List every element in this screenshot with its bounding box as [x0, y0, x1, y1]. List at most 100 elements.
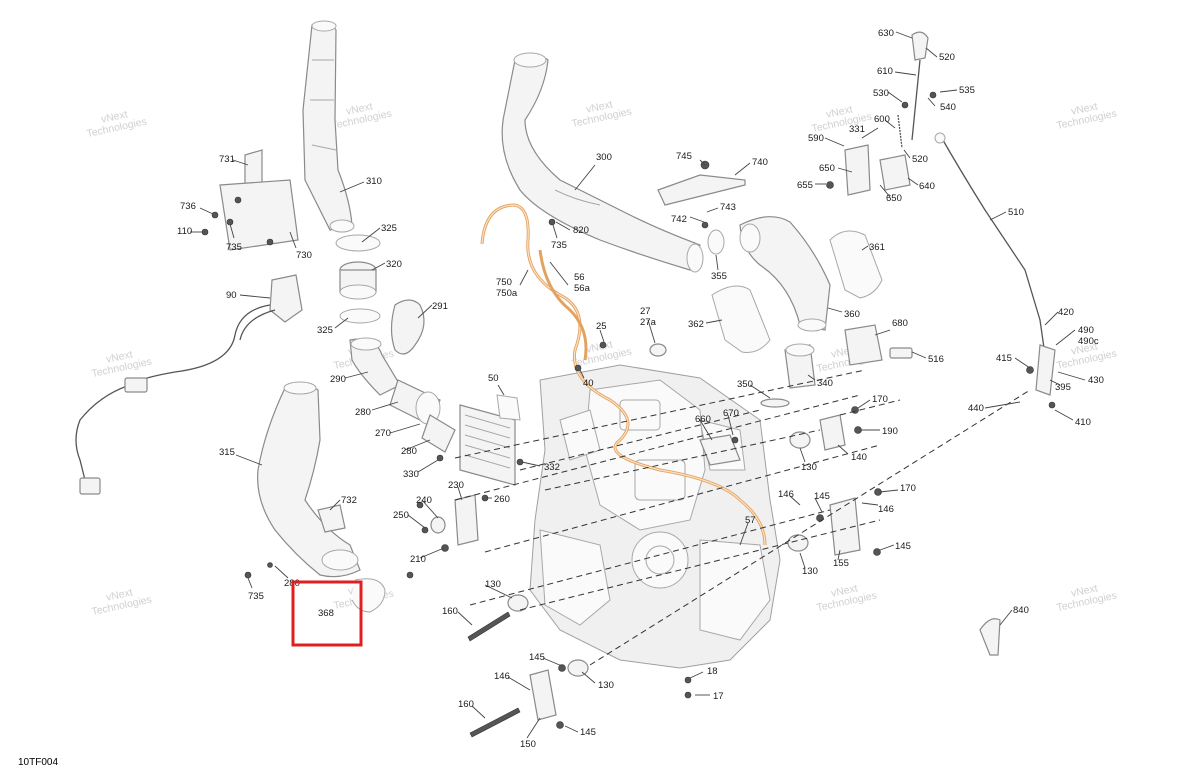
callout-145: 145 [895, 541, 911, 552]
watermark-vnext: vNext [585, 338, 614, 355]
callout-490c: 490c [1078, 336, 1099, 347]
bracket-680 [844, 324, 913, 366]
callout-190: 190 [882, 426, 898, 437]
figure-reference-code: 10TF004 [18, 757, 58, 768]
watermark-vnext: vNext [1070, 582, 1099, 599]
watermark-vnext: vNext [1070, 100, 1099, 117]
coolant-hose-750 [480, 203, 767, 546]
callout-150: 150 [520, 739, 536, 750]
callout-630: 630 [878, 28, 894, 39]
callout-742: 742 [671, 214, 687, 225]
callout-340: 340 [817, 378, 833, 389]
callout-130: 130 [598, 680, 614, 691]
clamp-350 [760, 398, 790, 408]
callout-280: 280 [355, 407, 371, 418]
callout-145: 145 [580, 727, 596, 738]
callout-146: 146 [878, 504, 894, 515]
callout-27a: 27a [640, 317, 657, 328]
watermark-vnext: vNext [1070, 340, 1099, 357]
filter-housing-340 [784, 343, 816, 389]
callout-320: 320 [386, 259, 402, 270]
callout-labels: 731 736 110 735 730 310 325 320 325 291 … [177, 28, 1104, 750]
watermark-vnext: vNext [830, 582, 859, 599]
shift-lever-630 [826, 31, 937, 196]
callout-160: 160 [442, 606, 458, 617]
callout-146: 146 [778, 489, 794, 500]
fasteners [201, 211, 739, 699]
callout-395: 395 [1055, 382, 1071, 393]
callout-260: 260 [494, 494, 510, 505]
bracket-660 [699, 434, 741, 466]
callout-415: 415 [996, 353, 1012, 364]
callout-18: 18 [707, 666, 718, 677]
callout-440: 440 [968, 403, 984, 414]
callout-160: 160 [458, 699, 474, 710]
watermark-vnext: vNext [345, 100, 374, 117]
callout-50: 50 [488, 373, 499, 384]
callout-130: 130 [802, 566, 818, 577]
callout-140: 140 [851, 452, 867, 463]
callout-520: 520 [939, 52, 955, 63]
callout-410: 410 [1075, 417, 1091, 428]
clamp-368 [351, 578, 386, 613]
watermark-vnext: vNext [105, 586, 134, 603]
callout-331: 331 [849, 124, 865, 135]
callout-732: 732 [341, 495, 357, 506]
callout-520: 520 [912, 154, 928, 165]
callout-736: 736 [180, 201, 196, 212]
air-intake-duct-310 [302, 20, 355, 233]
callout-17: 17 [713, 691, 724, 702]
engine-mount-bracket-155 [787, 488, 882, 556]
callout-210: 210 [410, 554, 426, 565]
callout-750: 750 [496, 277, 512, 288]
callout-325: 325 [317, 325, 333, 336]
air-boot-290 [349, 337, 456, 453]
watermark-vnext: vNext [105, 348, 134, 365]
engine-mount-bracket-230 [430, 494, 479, 552]
callout-291: 291 [432, 301, 448, 312]
callout-56: 56 [574, 272, 585, 283]
callout-750a: 750a [496, 288, 518, 299]
callout-230: 230 [448, 480, 464, 491]
callout-300: 300 [596, 152, 612, 163]
callout-420: 420 [1058, 307, 1074, 318]
callout-27: 27 [640, 306, 651, 317]
callout-361: 361 [869, 242, 885, 253]
callout-743: 743 [720, 202, 736, 213]
callout-530: 530 [873, 88, 889, 99]
callout-332: 332 [544, 462, 560, 473]
engine-mount-bracket-150 [467, 594, 589, 738]
callout-90: 90 [226, 290, 237, 301]
callout-155: 155 [833, 558, 849, 569]
callout-735: 735 [226, 242, 242, 253]
callout-240: 240 [416, 495, 432, 506]
callout-540: 540 [940, 102, 956, 113]
highlight-box [291, 580, 363, 647]
wire-harness-90 [75, 274, 303, 495]
bracket-740 [657, 160, 746, 206]
callout-590: 590 [808, 133, 824, 144]
heat-shield-362 [711, 285, 771, 353]
plate-50 [496, 394, 521, 421]
callout-280: 280 [401, 446, 417, 457]
callout-730: 730 [296, 250, 312, 261]
callout-330: 330 [403, 469, 419, 480]
callout-430: 430 [1088, 375, 1104, 386]
assembly-lines [454, 369, 1031, 666]
callout-250: 250 [393, 510, 409, 521]
callout-350: 350 [737, 379, 753, 390]
callout-650: 650 [819, 163, 835, 174]
callout-315: 315 [219, 447, 235, 458]
callout-170: 170 [900, 483, 916, 494]
intake-duct-315 [257, 381, 361, 578]
callout-735: 735 [551, 240, 567, 251]
clamps-320-325 [335, 234, 381, 324]
resonator-291 [390, 299, 425, 355]
callout-655: 655 [797, 180, 813, 191]
callout-490: 490 [1078, 325, 1094, 336]
callout-110: 110 [177, 226, 192, 237]
watermark-vnext: vNext [825, 103, 854, 120]
callout-745: 745 [676, 151, 692, 162]
